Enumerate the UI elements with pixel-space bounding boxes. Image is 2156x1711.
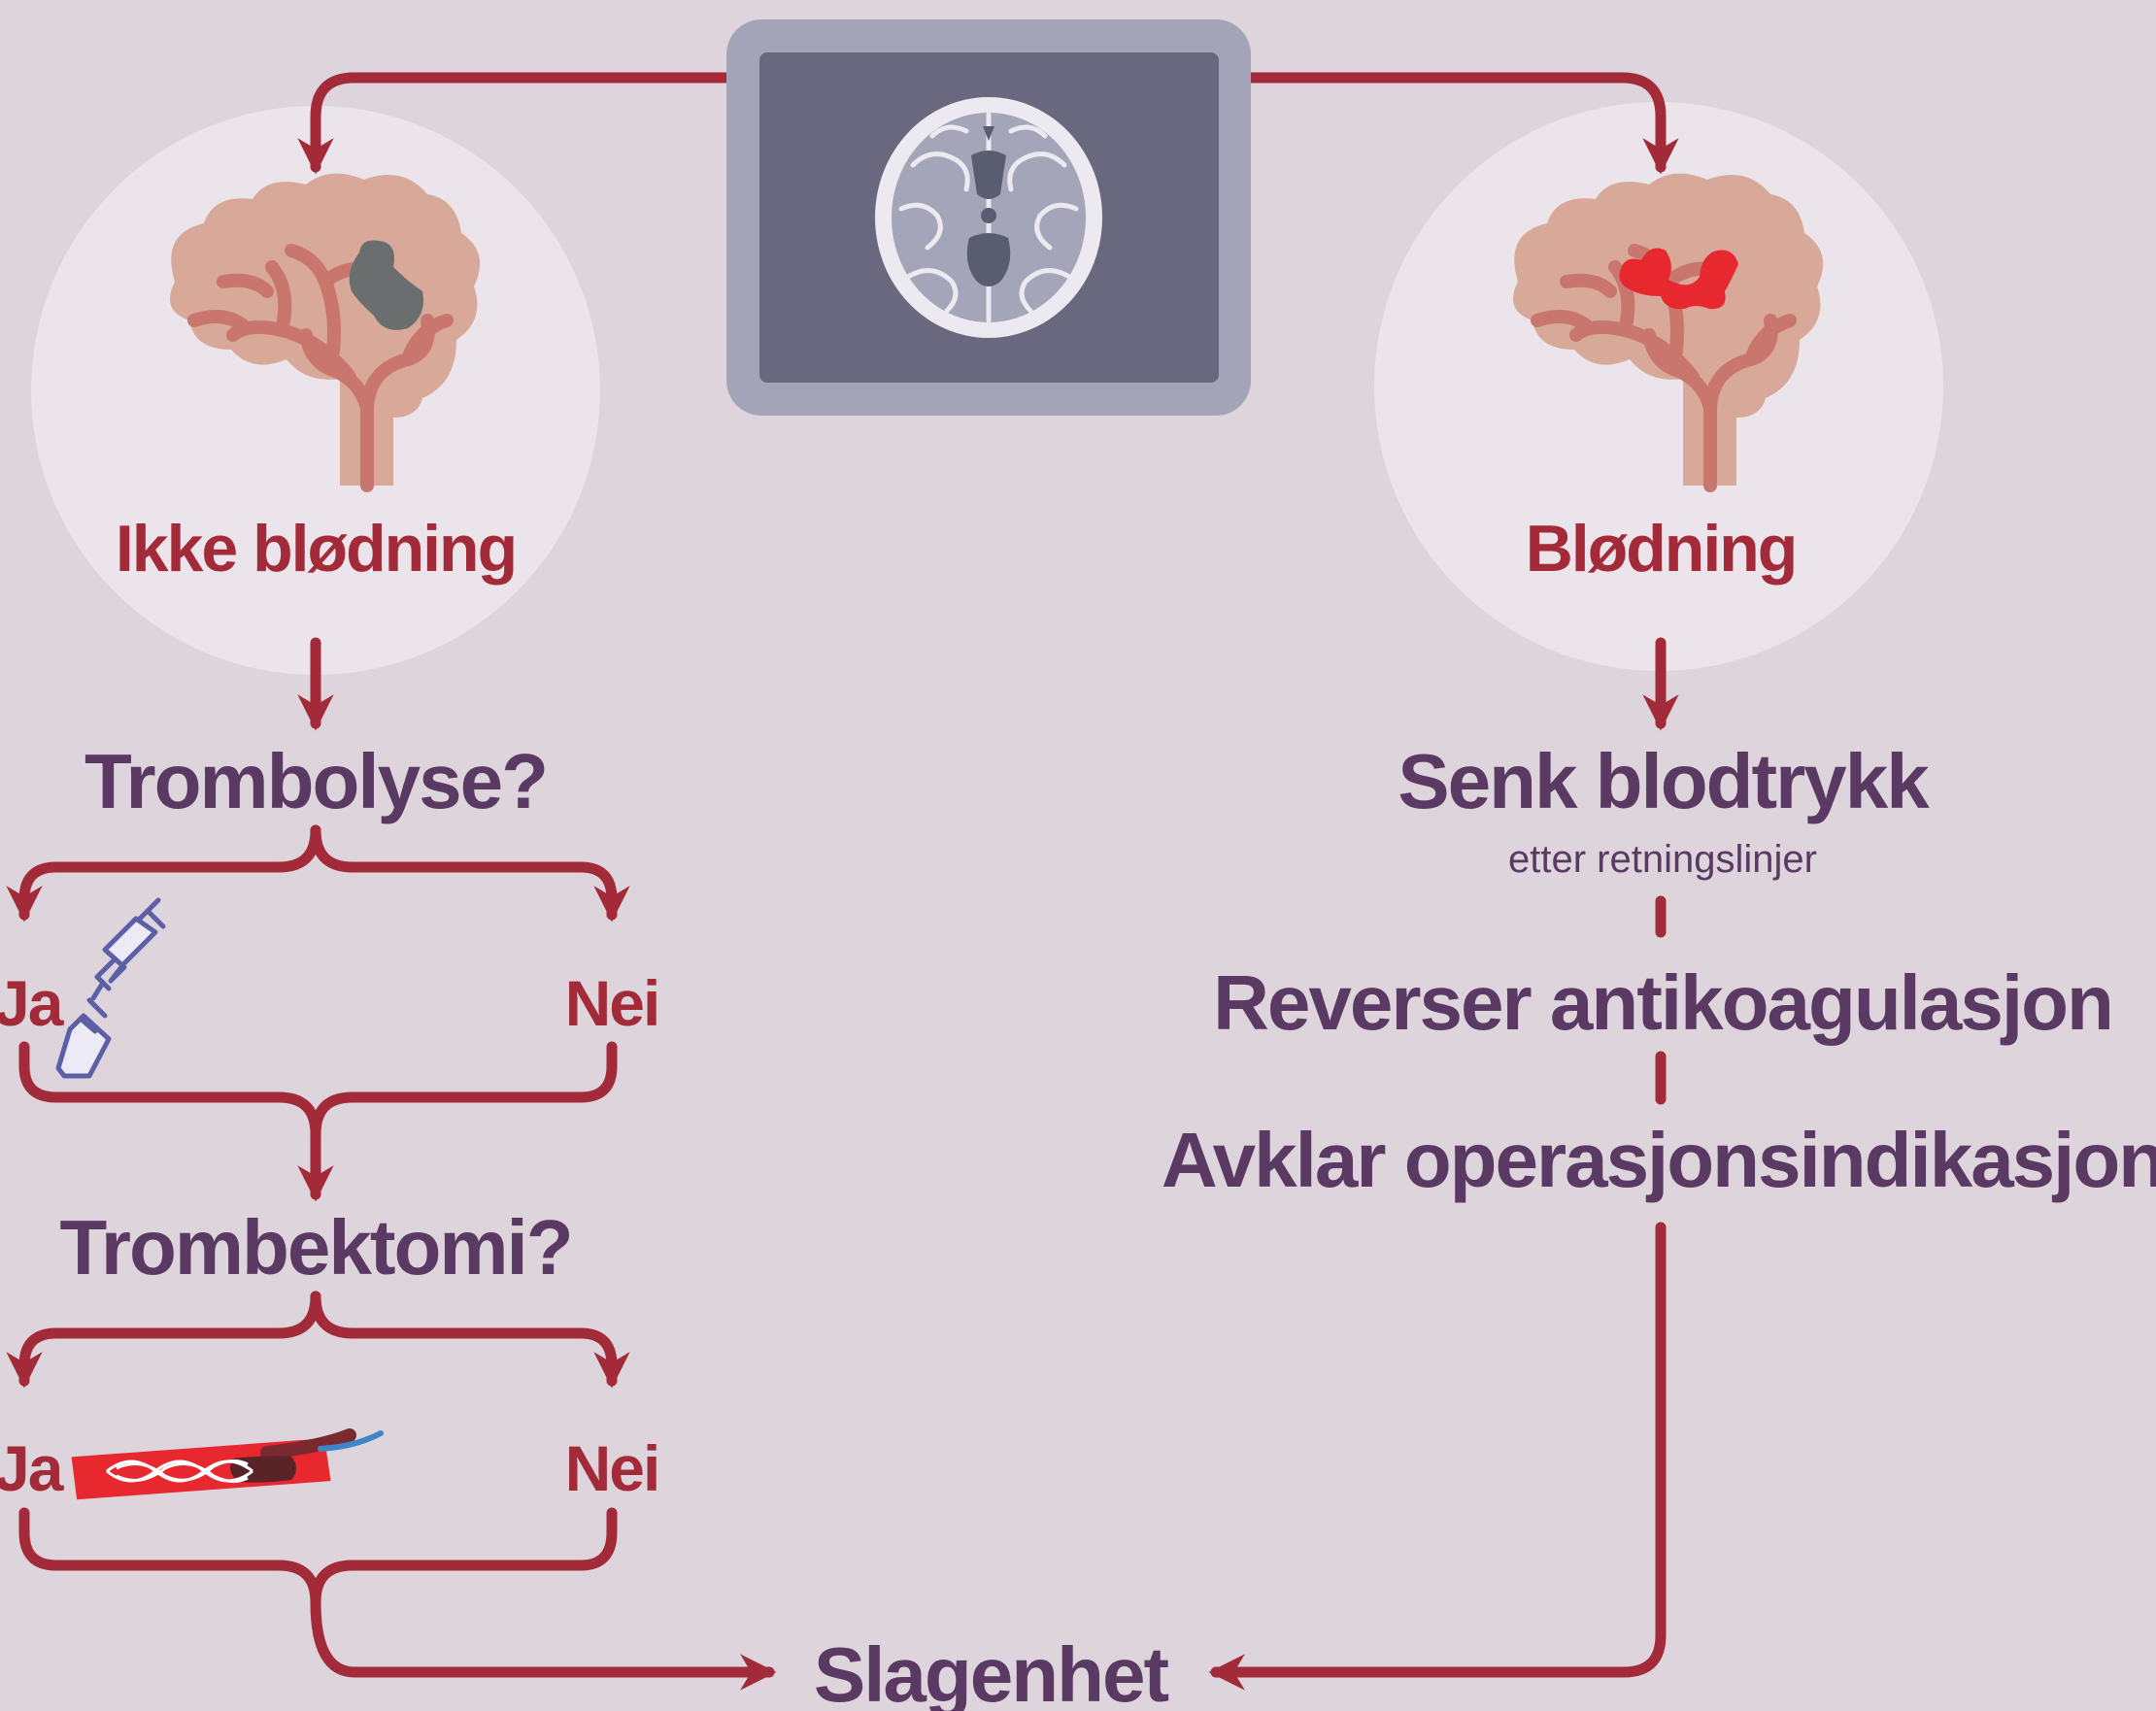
reverse-anticoag-label: Reverser antikoagulasjon <box>1213 959 2112 1046</box>
surgery-indication-label: Avklar operasjonsindikasjon <box>1162 1117 2156 1203</box>
thrombolysis-label: Trombolyse? <box>84 738 547 824</box>
stent-retriever-icon <box>71 1433 381 1499</box>
no-bleed-label: Ikke blødning <box>116 512 516 586</box>
arrow-to-stroke-unit-right <box>1216 1227 1661 1672</box>
thrombectomy-split-brace <box>24 1296 316 1381</box>
thrombectomy-label: Trombektomi? <box>59 1204 571 1291</box>
ct-scan-monitor-icon <box>726 19 1251 416</box>
guidelines-note: etter retningslinjer <box>1508 838 1817 881</box>
yes-label-thrombolysis: Ja <box>0 967 65 1039</box>
yes-label-thrombectomy: Ja <box>0 1432 65 1504</box>
thrombectomy-merge-brace <box>24 1513 769 1672</box>
lower-bp-label: Senk blodtrykk <box>1398 738 1930 824</box>
stroke-unit-label: Slagenhet <box>814 1631 1169 1711</box>
no-label-thrombolysis: Nei <box>565 967 659 1039</box>
thrombolysis-split-brace <box>24 830 316 915</box>
bleed-label: Blødning <box>1526 512 1797 586</box>
syringe-vial-icon <box>58 900 163 1076</box>
no-label-thrombectomy: Nei <box>565 1432 659 1504</box>
